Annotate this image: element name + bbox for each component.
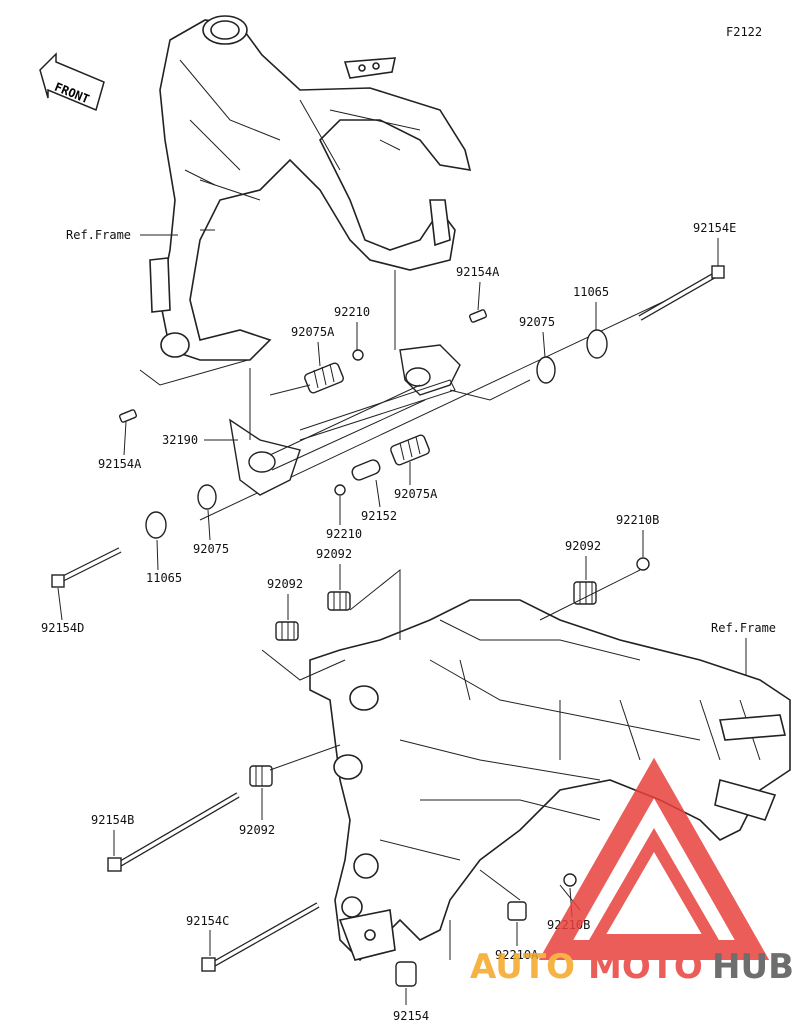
collar-92154 bbox=[395, 961, 417, 987]
label-92154E: 92154E bbox=[693, 221, 736, 235]
lower-frame-drawing bbox=[309, 599, 791, 962]
label-32190: 32190 bbox=[162, 433, 198, 447]
label-92092-b: 92092 bbox=[267, 577, 303, 591]
label-92210-mid: 92210 bbox=[326, 527, 362, 541]
label-11065-top: 11065 bbox=[573, 285, 609, 299]
bolt-92154B bbox=[107, 792, 240, 872]
label-92075A-top: 92075A bbox=[291, 325, 335, 339]
label-92092-d: 92092 bbox=[239, 823, 275, 837]
bushing-92092-a bbox=[327, 591, 351, 611]
bolt-92154E bbox=[638, 265, 725, 321]
nut-92210B-top bbox=[636, 557, 650, 571]
nut-92210A bbox=[507, 901, 527, 921]
label-92152: 92152 bbox=[361, 509, 397, 523]
bracket-right bbox=[399, 344, 461, 396]
label-92210B-top: 92210B bbox=[616, 513, 659, 527]
label-92092-c: 92092 bbox=[565, 539, 601, 553]
front-arrow-icon: FRONT bbox=[39, 52, 105, 112]
bushing-92075A-mid bbox=[390, 434, 430, 466]
label-92154A-top: 92154A bbox=[456, 265, 500, 279]
bolt-92154A-left bbox=[118, 409, 138, 423]
spacer-11065-mid bbox=[145, 511, 167, 539]
bolt-92154C bbox=[201, 902, 320, 972]
label-92075-mid: 92075 bbox=[193, 542, 229, 556]
label-11065-mid: 11065 bbox=[146, 571, 182, 585]
label-92154C: 92154C bbox=[186, 914, 229, 928]
logo-text-moto: MOTO bbox=[588, 947, 703, 987]
label-92210A: 92210A bbox=[495, 948, 539, 962]
figure-code: F2122 bbox=[726, 25, 762, 39]
label-92075A-mid: 92075A bbox=[394, 487, 438, 501]
label-92210-top: 92210 bbox=[334, 305, 370, 319]
label-92154A-left: 92154A bbox=[98, 457, 142, 471]
nut-92210B-bottom bbox=[563, 873, 577, 887]
upper-mount-assembly bbox=[51, 265, 725, 588]
bushing-92075A-top bbox=[304, 362, 344, 394]
logo-text-auto: AUTO bbox=[470, 947, 575, 987]
bushing-92092-c bbox=[573, 581, 597, 605]
collar-92152 bbox=[351, 459, 381, 481]
automotohub-logo: AUTO MOTO HUB bbox=[470, 757, 794, 987]
label-92154: 92154 bbox=[393, 1009, 429, 1023]
lower-mount-hardware bbox=[107, 557, 650, 987]
ref-frame-label-upper: Ref.Frame bbox=[66, 228, 131, 242]
nut-92210-top bbox=[352, 349, 364, 361]
nut-92210-mid bbox=[334, 484, 346, 496]
logo-text-hub: HUB bbox=[712, 947, 794, 987]
bolt-92154A-top bbox=[468, 309, 488, 323]
bolt-92154D bbox=[51, 547, 122, 588]
bushing-92092-b bbox=[275, 621, 299, 641]
ref-frame-label-lower: Ref.Frame bbox=[711, 621, 776, 635]
label-92154B: 92154B bbox=[91, 813, 134, 827]
spacer-11065-top bbox=[586, 329, 608, 359]
washer-92075-mid bbox=[197, 484, 217, 510]
label-92075-top: 92075 bbox=[519, 315, 555, 329]
upper-frame-drawing bbox=[149, 15, 472, 361]
bushing-92092-d bbox=[249, 765, 273, 787]
washer-92075-top bbox=[536, 356, 556, 384]
label-92154D: 92154D bbox=[41, 621, 84, 635]
label-92092-a: 92092 bbox=[316, 547, 352, 561]
